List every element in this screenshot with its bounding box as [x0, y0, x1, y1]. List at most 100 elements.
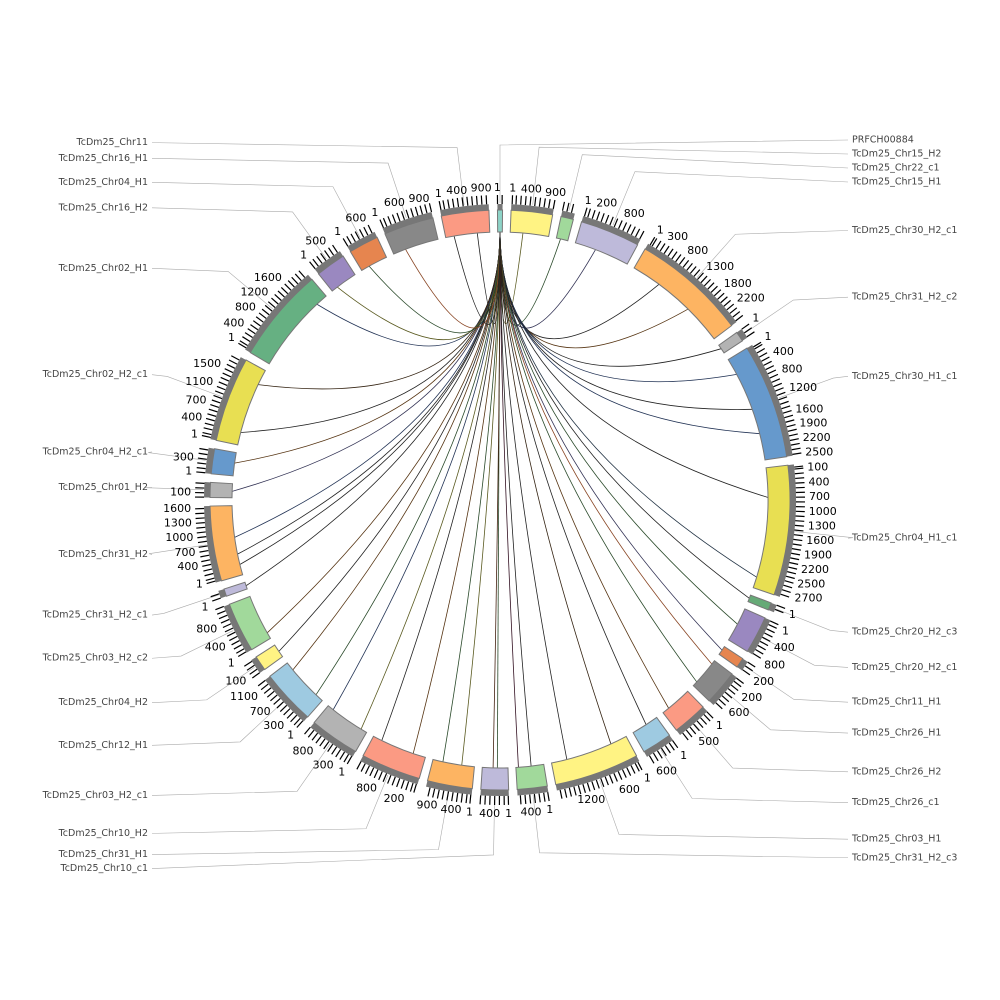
- segment-band[interactable]: [662, 690, 704, 731]
- tick-mark: [307, 729, 315, 738]
- tick-mark: [296, 720, 304, 728]
- tick-mark: [346, 235, 352, 245]
- tick-mark: [787, 571, 797, 575]
- tick-mark: [693, 269, 701, 277]
- tick-mark: [634, 228, 641, 238]
- tick-mark: [649, 236, 656, 246]
- tick-mark: [781, 589, 791, 594]
- segment-band[interactable]: [480, 766, 510, 791]
- tick-mark: [791, 548, 801, 551]
- segment-band[interactable]: [313, 705, 368, 753]
- tick-mark: [660, 747, 667, 756]
- segment-band[interactable]: [574, 221, 639, 265]
- tick-mark: [724, 691, 733, 699]
- segment-band[interactable]: [692, 660, 733, 702]
- segment[interactable]: 100: [225, 644, 284, 688]
- segment[interactable]: 1: [747, 594, 796, 621]
- segment-band[interactable]: [249, 278, 327, 365]
- tick-mark: [400, 779, 405, 789]
- segment-band[interactable]: [496, 209, 504, 233]
- segment[interactable]: 1: [494, 181, 504, 233]
- segment[interactable]: 1500: [300, 234, 356, 292]
- segment-label: TcDm25_Chr20_H2_c1: [851, 662, 957, 673]
- tick-mark: [218, 614, 228, 620]
- segment-band[interactable]: [317, 255, 356, 292]
- segment-band[interactable]: [633, 248, 733, 340]
- segment-band[interactable]: [228, 595, 272, 651]
- tick-mark: [264, 304, 273, 312]
- segment-band[interactable]: [727, 347, 788, 461]
- segment-band[interactable]: [209, 481, 234, 499]
- tick-track: [480, 789, 509, 796]
- tick-mark: [343, 754, 350, 763]
- segment[interactable]: 1600: [632, 716, 687, 778]
- tick-mark: [721, 695, 730, 703]
- segment[interactable]: 1500: [662, 690, 723, 748]
- segment-band[interactable]: [632, 716, 671, 753]
- segment-band[interactable]: [384, 217, 439, 255]
- segment-band[interactable]: [550, 735, 638, 786]
- segment-band[interactable]: [362, 735, 426, 780]
- segment-band[interactable]: [349, 236, 388, 272]
- segment-band[interactable]: [555, 215, 574, 242]
- tick-mark: [195, 482, 205, 484]
- segment-band[interactable]: [440, 209, 491, 239]
- tick-mark: [783, 584, 793, 589]
- tick-label: 1600: [806, 534, 834, 547]
- tick-mark: [727, 688, 736, 695]
- segment-band[interactable]: [255, 644, 284, 671]
- segment[interactable]: 1300: [173, 447, 237, 478]
- segment-band[interactable]: [215, 359, 266, 446]
- segment-band[interactable]: [269, 662, 323, 718]
- segment-band[interactable]: [509, 209, 554, 238]
- segment[interactable]: 1: [201, 581, 248, 613]
- segment-band[interactable]: [223, 581, 248, 597]
- segment[interactable]: 200: [718, 645, 774, 689]
- segment-band[interactable]: [752, 464, 791, 596]
- label-leader-line: [151, 268, 273, 310]
- segment[interactable]: 1: [718, 312, 760, 354]
- segment-band[interactable]: [718, 331, 744, 354]
- tick-mark: [609, 216, 614, 226]
- tick-mark: [339, 751, 346, 760]
- tick-mark: [655, 240, 662, 249]
- segment-label: TcDm25_Chr20_H2_c3: [851, 627, 957, 638]
- tick-mark: [201, 559, 211, 563]
- tick-mark: [206, 580, 216, 585]
- tick-mark: [224, 368, 234, 374]
- tick-label: 400: [446, 184, 467, 197]
- tick-mark: [570, 203, 575, 213]
- segment[interactable]: 1600: [334, 211, 388, 272]
- segment[interactable]: 100: [170, 481, 234, 499]
- segment[interactable]: [555, 201, 575, 242]
- segment-band[interactable]: [426, 758, 475, 790]
- segment-band[interactable]: [727, 608, 766, 653]
- tick-label: 1600: [795, 402, 823, 415]
- segment-band[interactable]: [718, 645, 744, 668]
- segment-band[interactable]: [747, 594, 772, 611]
- tick-mark: [286, 711, 294, 719]
- segment-band[interactable]: [515, 763, 548, 791]
- segment-band[interactable]: [210, 448, 237, 477]
- tick-mark: [373, 769, 379, 779]
